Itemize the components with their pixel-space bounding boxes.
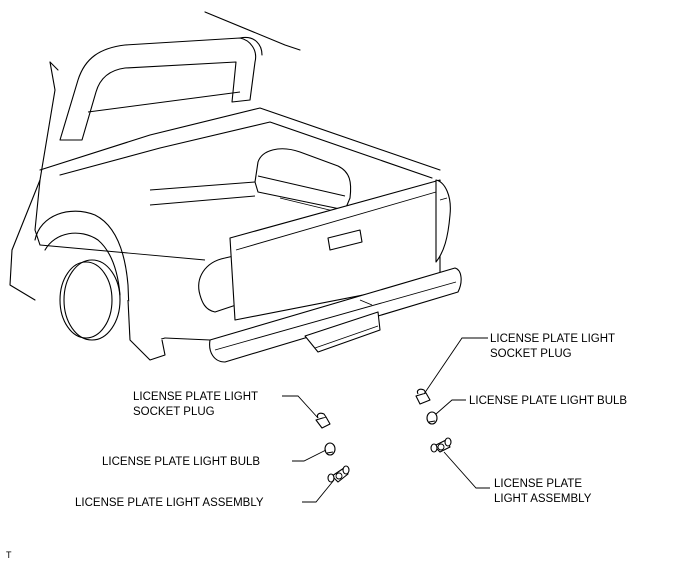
left-socket-plug-part [315, 412, 331, 429]
leader-lines [282, 337, 490, 503]
left-socket-plug-label: LICENSE PLATE LIGHT SOCKET PLUG [133, 391, 261, 418]
left-bulb-part [324, 442, 336, 456]
footer-code: T [6, 550, 12, 560]
right-assembly-label: LICENSE PLATE LIGHT ASSEMBLY [494, 478, 592, 505]
pickup-truck-illustration [9, 11, 462, 363]
right-assembly-part [430, 437, 452, 453]
right-bulb-label: LICENSE PLATE LIGHT BULB [469, 395, 627, 407]
left-bulb-label: LICENSE PLATE LIGHT BULB [102, 456, 260, 468]
left-assembly-part [327, 465, 350, 483]
right-socket-plug-label: LICENSE PLATE LIGHT SOCKET PLUG [490, 333, 618, 360]
right-socket-plug-part [415, 388, 431, 405]
left-assembly-label: LICENSE PLATE LIGHT ASSEMBLY [75, 497, 264, 509]
right-bulb-part [426, 411, 438, 425]
